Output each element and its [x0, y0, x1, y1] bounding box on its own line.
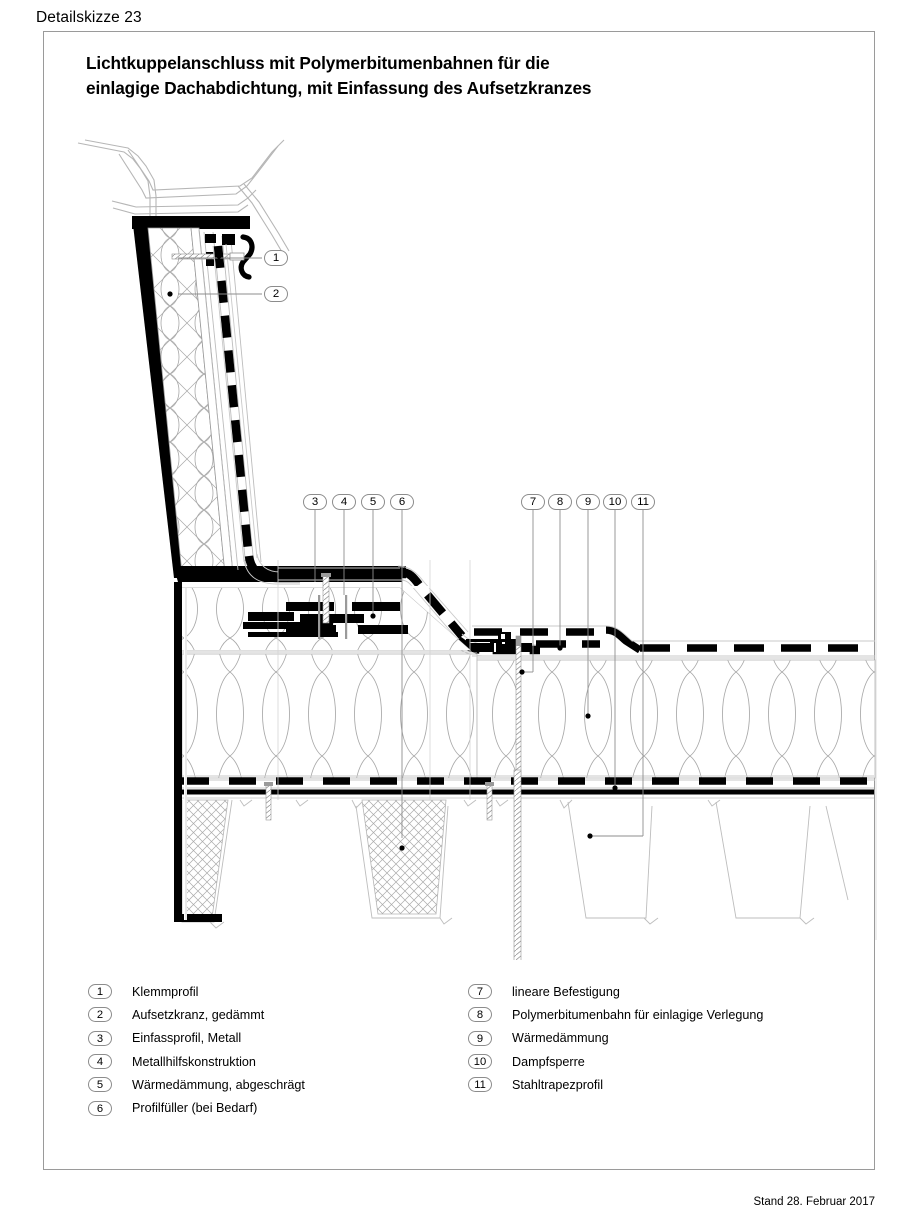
callout-4[interactable]: 4 [332, 494, 356, 510]
legend-item[interactable]: 7 lineare Befestigung [468, 980, 763, 1003]
callout-6[interactable]: 6 [390, 494, 414, 510]
legend-item[interactable]: 11 Stahltrapezprofil [468, 1073, 763, 1096]
callout-1[interactable]: 1 [264, 250, 288, 266]
legend-label: Wärmedämmung, abgeschrägt [132, 1077, 305, 1092]
legend-number: 6 [88, 1100, 112, 1116]
legend-item[interactable]: 3 Einfassprofil, Metall [88, 1027, 305, 1050]
legend-number: 7 [468, 984, 492, 1000]
legend-label: Polymerbitumenbahn für einlagige Verlegu… [512, 1007, 764, 1022]
legend-item[interactable]: 4 Metallhilfskonstruktion [88, 1050, 305, 1073]
callout-7[interactable]: 7 [521, 494, 545, 510]
callout-2[interactable]: 2 [264, 286, 288, 302]
title-line-2: einlagige Dachabdichtung, mit Einfassung… [86, 78, 592, 98]
legend-label: Wärmedämmung [512, 1031, 609, 1046]
title-line-1: Lichtkuppelanschluss mit Polymerbitumenb… [86, 53, 550, 73]
callout-label: 5 [369, 496, 377, 508]
legend-number: 8 [468, 1007, 492, 1023]
legend-item[interactable]: 2 Aufsetzkranz, gedämmt [88, 1003, 305, 1026]
callout-5[interactable]: 5 [361, 494, 385, 510]
legend-column-right: 7 lineare Befestigung 8 Polymerbitumenba… [468, 980, 763, 1096]
legend-number: 5 [88, 1077, 112, 1093]
callout-label: 11 [637, 496, 649, 508]
legend-label: Profilfüller (bei Bedarf) [132, 1101, 258, 1116]
legend-number: 9 [468, 1030, 492, 1046]
legend-item[interactable]: 6 Profilfüller (bei Bedarf) [88, 1096, 305, 1119]
legend-label: lineare Befestigung [512, 984, 620, 999]
legend-item[interactable]: 9 Wärmedämmung [468, 1027, 763, 1050]
legend-number: 1 [88, 984, 112, 1000]
legend-label: Einfassprofil, Metall [132, 1031, 242, 1046]
callout-label: 7 [529, 496, 537, 508]
sheet-label: Detailskizze 23 [36, 9, 142, 26]
page-title: Lichtkuppelanschluss mit Polymerbitumenb… [86, 51, 786, 101]
callout-9[interactable]: 9 [576, 494, 600, 510]
legend-label: Aufsetzkranz, gedämmt [132, 1007, 265, 1022]
legend-number: 2 [88, 1007, 112, 1023]
legend-number: 10 [468, 1054, 492, 1070]
legend-item[interactable]: 1 Klemmprofil [88, 980, 305, 1003]
callout-3[interactable]: 3 [303, 494, 327, 510]
footer-date: Stand 28. Februar 2017 [753, 1196, 875, 1208]
legend-label: Stahltrapezprofil [512, 1077, 604, 1092]
callout-label: 3 [311, 496, 319, 508]
legend-number: 11 [468, 1077, 492, 1093]
legend-item[interactable]: 5 Wärmedämmung, abgeschrägt [88, 1073, 305, 1096]
callout-label: 8 [556, 496, 564, 508]
callout-label: 2 [272, 288, 280, 300]
callout-label: 10 [608, 496, 622, 508]
legend-label: Klemmprofil [132, 984, 199, 999]
callout-label: 9 [584, 496, 592, 508]
callout-10[interactable]: 10 [603, 494, 627, 510]
callout-label: 1 [272, 252, 280, 264]
legend-number: 3 [88, 1030, 112, 1046]
callout-11[interactable]: 11 [631, 494, 655, 510]
legend-label: Metallhilfskonstruktion [132, 1054, 256, 1069]
callout-8[interactable]: 8 [548, 494, 572, 510]
legend-number: 4 [88, 1054, 112, 1070]
legend-item[interactable]: 10 Dampfsperre [468, 1050, 763, 1073]
legend-column-left: 1 Klemmprofil 2 Aufsetzkranz, gedämmt 3 … [88, 980, 305, 1120]
legend-label: Dampfsperre [512, 1054, 585, 1069]
callout-label: 6 [398, 496, 406, 508]
legend-item[interactable]: 8 Polymerbitumenbahn für einlagige Verle… [468, 1003, 763, 1026]
callout-label: 4 [340, 496, 348, 508]
legend: 1 Klemmprofil 2 Aufsetzkranz, gedämmt 3 … [88, 980, 848, 1120]
